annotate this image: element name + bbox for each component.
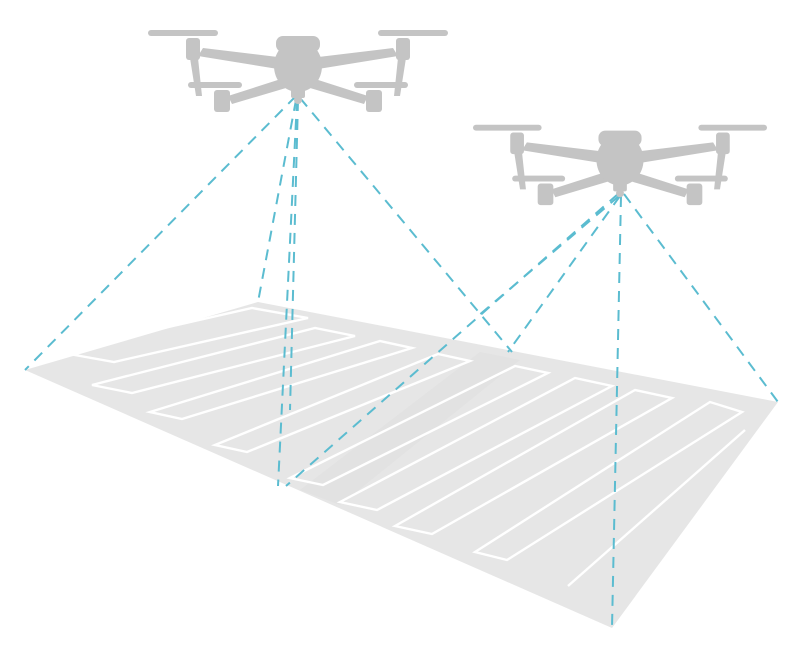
scan-line-d1-back — [257, 99, 297, 303]
scan-line-d2-left — [285, 193, 619, 487]
drone-icon — [473, 124, 767, 206]
scan-lines — [24, 95, 779, 629]
scan-line-d1-left — [24, 95, 297, 371]
scan-line-d1-center — [289, 99, 299, 411]
scan-line-d2-down — [611, 195, 622, 629]
stripe-edge — [567, 429, 746, 587]
drone-icon — [148, 30, 448, 112]
stripe-left-2 — [91, 326, 356, 395]
stripe-left-4 — [210, 352, 475, 454]
stripe-right-3 — [391, 388, 676, 536]
stripe-right-4 — [472, 400, 745, 562]
scan-line-d1-right — [299, 97, 513, 353]
stripe-left-3 — [145, 339, 417, 421]
ground-plane — [25, 302, 778, 628]
parking-stripes — [57, 306, 746, 587]
stripe-left-1 — [57, 306, 309, 364]
stripe-right-2 — [336, 376, 616, 512]
stripe-right-1 — [286, 364, 552, 487]
scan-line-d1-mid — [277, 99, 298, 487]
scan-line-d2-mid — [507, 195, 621, 353]
scan-line-d2-back — [477, 195, 620, 317]
scan-line-d2-right — [623, 193, 779, 403]
